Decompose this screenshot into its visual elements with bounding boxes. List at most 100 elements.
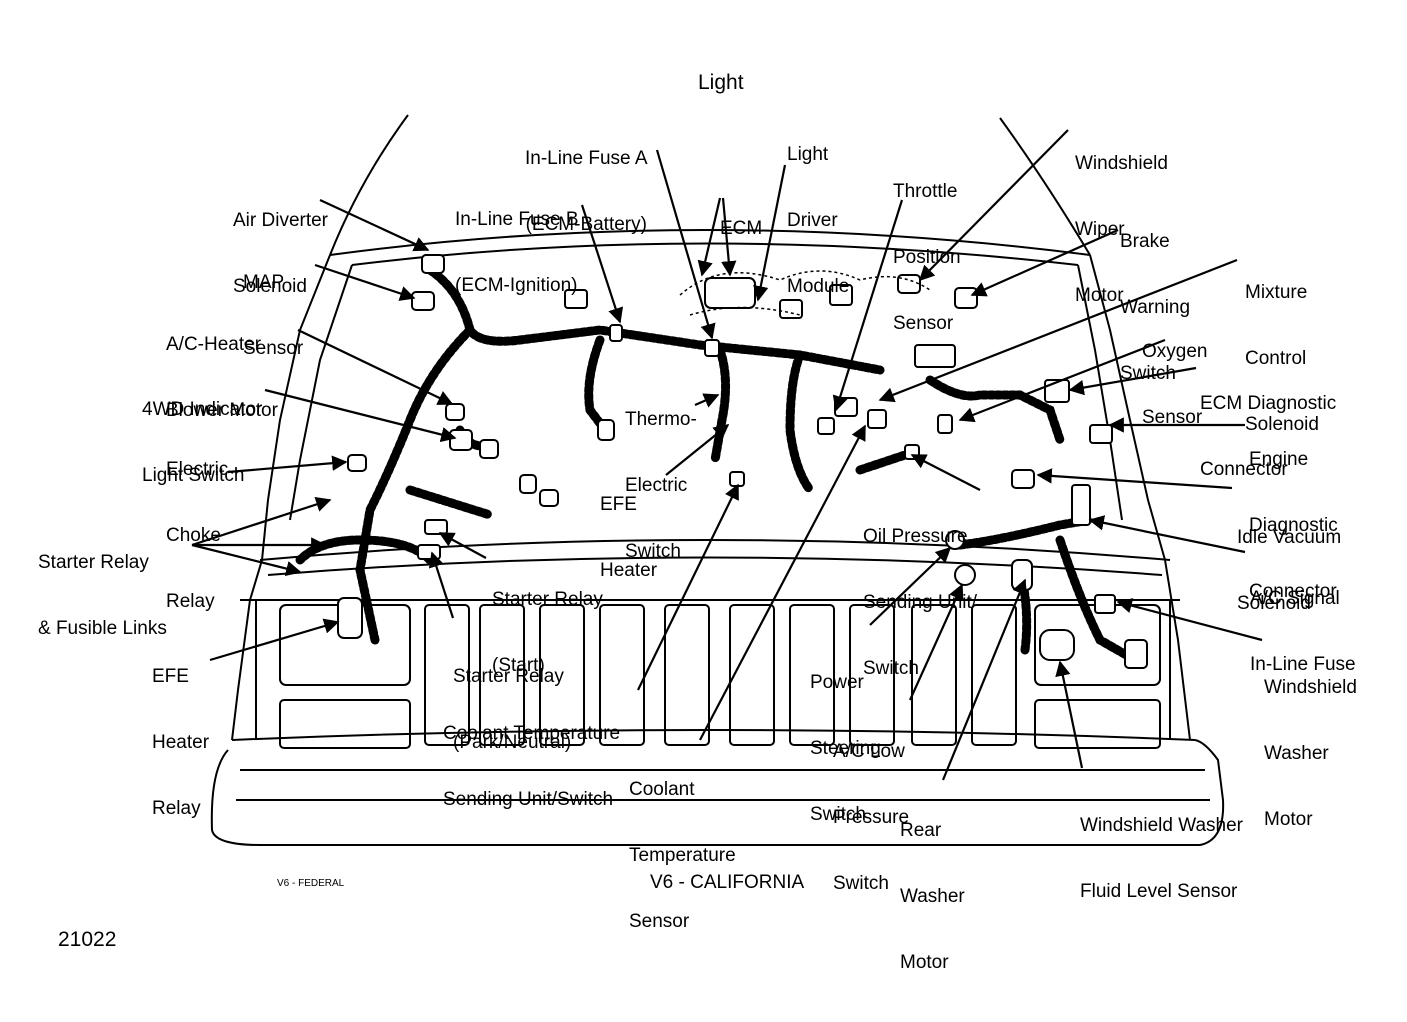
label-line: Steering — [810, 738, 881, 759]
label-line: (ECM-Battery) — [525, 214, 647, 235]
label-line: Solenoid — [1237, 593, 1311, 614]
label-line: ECM Diagnostic — [1200, 393, 1337, 414]
label-line: ECM — [720, 218, 763, 239]
label-line: Power — [810, 672, 864, 693]
label-oil-pressure-sending-unit: Oil Pressure Sending Unit/ Switch — [863, 482, 977, 702]
label-line: Switch — [1120, 363, 1176, 384]
label-line: Throttle — [893, 181, 958, 202]
label-line: In-Line Fuse A — [525, 148, 648, 169]
label-line: Relay — [152, 798, 201, 819]
label-inline-fuse-b: In-Line Fuse B (ECM-Ignition) — [455, 165, 579, 319]
label-line: Light — [787, 144, 829, 165]
label-line: Pressure — [833, 807, 910, 828]
label-line: Solenoid — [233, 276, 307, 297]
label-power-steering-switch: Power Steering Switch — [810, 628, 881, 848]
label-line: Electric — [166, 459, 229, 480]
label-line: Windshield — [1264, 677, 1357, 698]
label-line: A/C Signal — [1250, 588, 1340, 609]
engine-detail — [679, 270, 931, 316]
label-line: & Fusible Links — [38, 618, 167, 639]
label-air-diverter-solenoid: Air Diverter Solenoid — [233, 166, 328, 320]
wiring-harness — [295, 265, 1140, 665]
label-thermo-electric-switch: Thermo- Electric Switch — [625, 365, 697, 585]
label-line: A/C Low — [833, 741, 905, 762]
label-line: Oil Pressure — [863, 526, 968, 547]
label-line: Washer — [900, 886, 965, 907]
label-line: EFE — [152, 666, 189, 687]
components — [337, 254, 1148, 669]
label-line: Light Switch — [142, 465, 245, 486]
label-line: (ECM-Ignition) — [455, 275, 578, 296]
label-light-driver-module: Light Driver Module — [787, 100, 849, 320]
label-windshield-washer-motor: Windshield Washer Motor — [1264, 633, 1357, 853]
label-line: Electric — [625, 475, 688, 496]
label-coolant-temperature-sensor: Coolant Temperature Sensor — [629, 735, 736, 955]
label-starter-relay-start: Starter Relay (Start) — [492, 545, 603, 699]
label-line: Sensor — [893, 313, 954, 334]
label-line: Coolant Temperature — [443, 723, 621, 744]
label-line: Motor — [1264, 809, 1313, 830]
label-brake-warning-switch: Brake Warning Switch — [1120, 187, 1190, 407]
label-line: EFE — [600, 494, 637, 515]
label-map-sensor: MAP Sensor — [243, 228, 303, 382]
label-line: Diagnostic — [1249, 515, 1338, 536]
label-line: Heater — [600, 560, 658, 581]
label-line: Warning — [1120, 297, 1191, 318]
label-4wd-indicator-light-switch: 4WD Indicator Light Switch — [142, 355, 262, 509]
label-line: Air Diverter — [233, 210, 329, 231]
label-line: Thermo- — [625, 409, 697, 430]
label-line: Choke — [166, 525, 221, 546]
label-line: Control — [1245, 348, 1307, 369]
label-oxygen-sensor: Oxygen Sensor — [1142, 297, 1207, 451]
label-line: Wiper — [1075, 219, 1125, 240]
grille — [279, 604, 1161, 749]
label-line: Sensor — [1142, 407, 1203, 428]
label-windshield-wiper-motor: Windshield Wiper Motor — [1075, 109, 1168, 329]
label-line: Temperature — [629, 845, 736, 866]
label-coolant-temp-sending-unit: Coolant Temperature Sending Unit/Switch — [443, 679, 620, 833]
label-ac-low-pressure-switch: A/C Low Pressure Switch — [833, 697, 909, 917]
label-line: Sensor — [243, 338, 304, 359]
label-line: Sensor — [629, 911, 690, 932]
label-line: Switch — [625, 541, 681, 562]
light-label: Light — [698, 71, 744, 94]
label-line: In-Line Fuse B — [455, 209, 579, 230]
label-line: Module — [787, 276, 850, 297]
label-line: Oxygen — [1142, 341, 1208, 362]
label-mixture-control-solenoid: Mixture Control Solenoid — [1245, 238, 1319, 458]
federal-label: V6 - FEDERAL — [277, 878, 345, 889]
label-line: Windshield Washer — [1080, 815, 1243, 836]
label-line: Mixture — [1245, 282, 1308, 303]
label-line: Connector — [1249, 581, 1337, 602]
figure-number: 21022 — [58, 928, 117, 951]
label-line: Rear — [900, 820, 942, 841]
label-line: Idle Vacuum — [1237, 527, 1342, 548]
label-line: Motor — [900, 952, 949, 973]
label-line: MAP — [243, 272, 285, 293]
label-rear-washer-motor: Rear Washer Motor — [900, 776, 965, 996]
label-starter-relay-park-neutral: Starter Relay (Park/Neutral) — [453, 622, 571, 776]
label-line: Solenoid — [1245, 414, 1319, 435]
label-electric-choke-relay: Electric Choke Relay — [166, 415, 228, 635]
label-line: Blower Motor — [166, 400, 278, 421]
label-line: Starter Relay — [492, 589, 603, 610]
label-line: Fluid Level Sensor — [1080, 881, 1238, 902]
label-line: Washer — [1264, 743, 1329, 764]
label-ecm: ECM — [720, 174, 762, 262]
label-engine-diagnostic-connector: Engine Diagnostic Connector — [1249, 405, 1338, 625]
label-line: In-Line Fuse — [1250, 654, 1356, 675]
label-line: Switch — [810, 804, 866, 825]
label-line: Coolant — [629, 779, 695, 800]
label-efe-heater-relay: EFE Heater Relay — [152, 622, 209, 842]
label-line: Heater — [152, 732, 210, 753]
figure-caption: V6 - CALIFORNIA — [650, 872, 805, 893]
label-line: Engine — [1249, 449, 1309, 470]
label-line: Connector — [1200, 459, 1288, 480]
label-ecm-diagnostic-connector: ECM Diagnostic Connector — [1200, 349, 1336, 503]
label-line: Windshield — [1075, 153, 1168, 174]
label-ac-signal-inline-fuse: A/C Signal In-Line Fuse — [1250, 544, 1356, 698]
label-line: Starter Relay — [453, 666, 564, 687]
label-line: Switch — [833, 873, 889, 894]
label-line: (Park/Neutral) — [453, 732, 572, 753]
